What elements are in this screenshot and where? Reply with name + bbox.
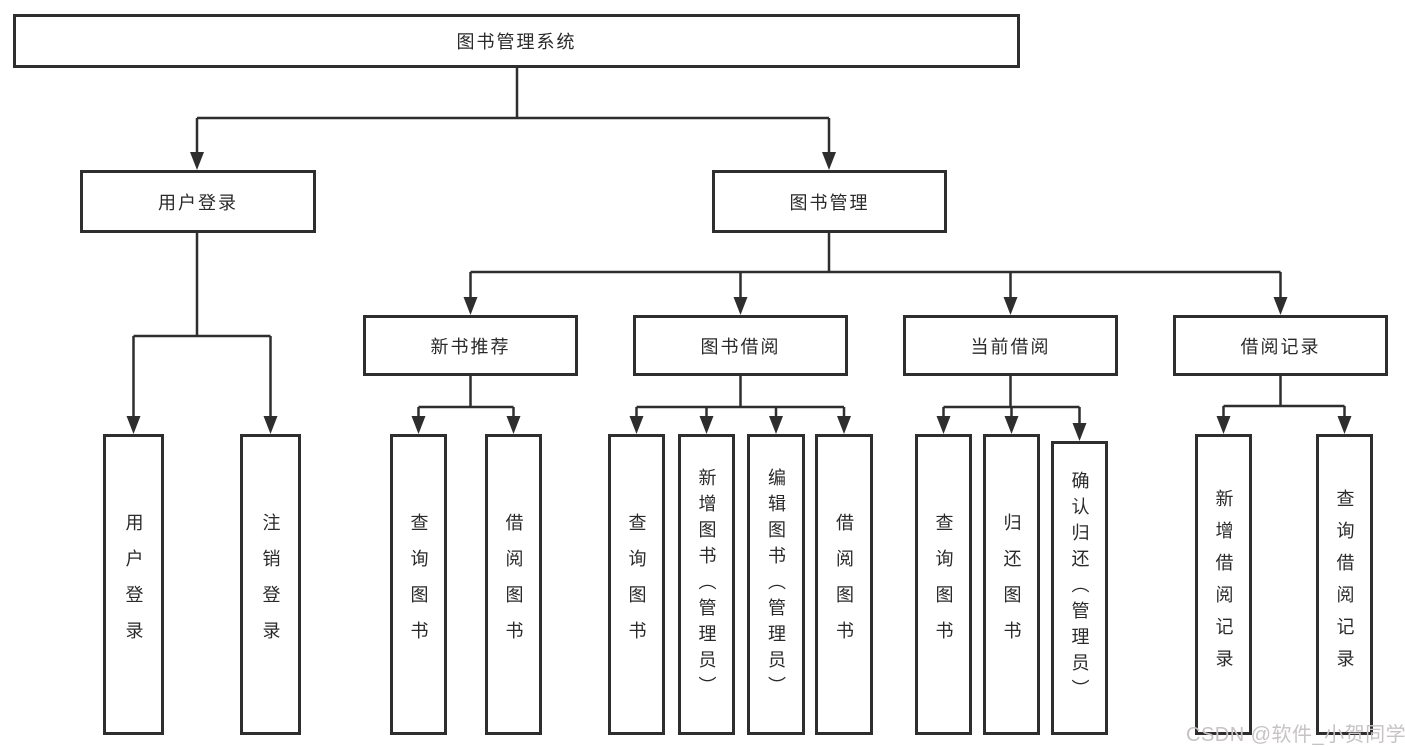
leaf-query-books-2: 查询图书 (608, 434, 665, 735)
leaf-borrow-books-2: 借阅图书 (815, 434, 873, 735)
leaf-query-books-1: 查询图书 (390, 434, 447, 735)
node-label: 借阅记录 (1240, 336, 1321, 357)
leaf-add-borrow-record: 新增借阅记录 (1195, 434, 1252, 735)
node-current-borrowing: 当前借阅 (903, 315, 1118, 376)
node-root-system: 图书管理系统 (13, 14, 1020, 68)
node-label: 图书管理 (789, 192, 870, 213)
leaf-label: 用户登录 (123, 512, 144, 657)
leaf-label: 借阅图书 (834, 512, 854, 657)
leaf-query-books-3: 查询图书 (915, 434, 972, 735)
node-label: 用户登录 (158, 192, 238, 213)
node-book-management-branch: 图书管理 (712, 170, 947, 233)
leaf-user-login: 用户登录 (103, 434, 164, 735)
node-root-label: 图书管理系统 (456, 32, 577, 52)
node-book-borrowing: 图书借阅 (633, 315, 848, 376)
leaf-logout: 注销登录 (240, 434, 301, 735)
node-borrowing-records: 借阅记录 (1173, 315, 1388, 376)
leaf-label: 查询图书 (626, 512, 647, 657)
leaf-label: 查询借阅记录 (1334, 488, 1355, 681)
leaf-label: 确认归还（管理员） (1069, 471, 1090, 705)
leaf-label: 查询图书 (408, 512, 429, 657)
leaf-query-borrow-record: 查询借阅记录 (1316, 434, 1373, 735)
leaf-label: 注销登录 (260, 512, 281, 657)
leaf-label: 归还图书 (1001, 512, 1022, 657)
leaf-borrow-books-1: 借阅图书 (485, 434, 542, 735)
node-label: 新书推荐 (430, 336, 511, 357)
node-new-book-recommend: 新书推荐 (363, 315, 578, 376)
leaf-label: 新增图书（管理员） (696, 467, 717, 702)
leaf-label: 新增借阅记录 (1213, 488, 1234, 681)
node-label: 图书借阅 (700, 336, 781, 357)
leaf-edit-books-admin: 编辑图书（管理员） (747, 434, 805, 735)
leaf-add-books-admin: 新增图书（管理员） (678, 434, 735, 735)
node-label: 当前借阅 (970, 336, 1051, 357)
leaf-label: 借阅图书 (503, 512, 524, 657)
leaf-label: 查询图书 (933, 512, 954, 657)
leaf-return-books: 归还图书 (983, 434, 1040, 735)
csdn-watermark: CSDN @软件_小贺同学 (1186, 724, 1405, 746)
leaf-confirm-return-admin: 确认归还（管理员） (1051, 441, 1108, 735)
node-user-login-branch: 用户登录 (80, 170, 316, 233)
leaf-label: 编辑图书（管理员） (766, 467, 786, 702)
